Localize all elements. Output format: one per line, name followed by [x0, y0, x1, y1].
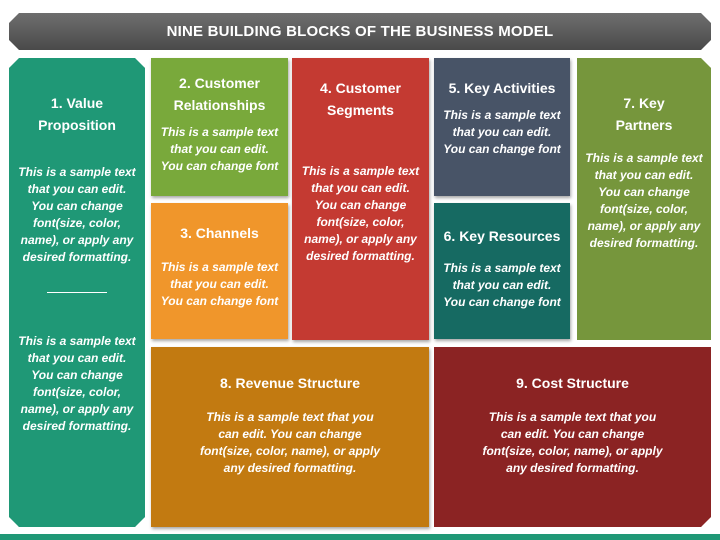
bottom-strip: [0, 534, 720, 540]
block-text: This is a sample text that you can edit.…: [301, 164, 420, 263]
block-heading: 8. Revenue Structure: [219, 375, 361, 391]
page-title: NINE BUILDING BLOCKS OF THE BUSINESS MOD…: [9, 13, 711, 50]
divider-line: [47, 292, 107, 293]
block-key-partners: 7. Key Partners This is a sample text th…: [577, 58, 711, 340]
block-text: This is a sample text that you can edit.…: [160, 125, 279, 173]
block-text: This is a sample text that you can edit.…: [443, 108, 561, 156]
block-heading: 9. Cost Structure: [516, 375, 629, 391]
block-text: This is a sample text that you can edit.…: [160, 260, 279, 308]
block-heading: 1. Value Proposition: [38, 95, 116, 133]
block-text: This is a sample text that you can edit.…: [482, 410, 663, 475]
block-key-resources: 6. Key Resources This is a sample text t…: [434, 203, 570, 339]
block-cost-structure: 9. Cost Structure This is a sample text …: [434, 347, 711, 527]
block-text: This is a sample text that you can edit.…: [443, 261, 561, 309]
block-heading: 5. Key Activities: [448, 80, 556, 96]
block-heading: 7. Key Partners: [615, 95, 673, 133]
block-channels: 3. Channels This is a sample text that y…: [151, 203, 288, 339]
block-revenue-structure: 8. Revenue Structure This is a sample te…: [151, 347, 429, 527]
block-heading: 2. Customer Relationships: [173, 75, 266, 113]
block-heading: 6. Key Resources: [443, 228, 561, 244]
block-heading: 3. Channels: [180, 225, 259, 241]
block-text: This is a sample text that you can edit.…: [585, 151, 703, 250]
block-customer-segments: 4. Customer Segments This is a sample te…: [292, 58, 429, 340]
block-customer-relationships: 2. Customer Relationships This is a samp…: [151, 58, 288, 196]
block-key-activities: 5. Key Activities This is a sample text …: [434, 58, 570, 196]
block-text: This is a sample text that you can edit.…: [18, 165, 136, 264]
block-text: This is a sample text that you can edit.…: [199, 410, 381, 475]
block-value-proposition: 1. Value Proposition This is a sample te…: [9, 58, 145, 527]
block-text: This is a sample text that you can edit.…: [18, 334, 136, 433]
block-heading: 4. Customer Segments: [320, 80, 401, 118]
